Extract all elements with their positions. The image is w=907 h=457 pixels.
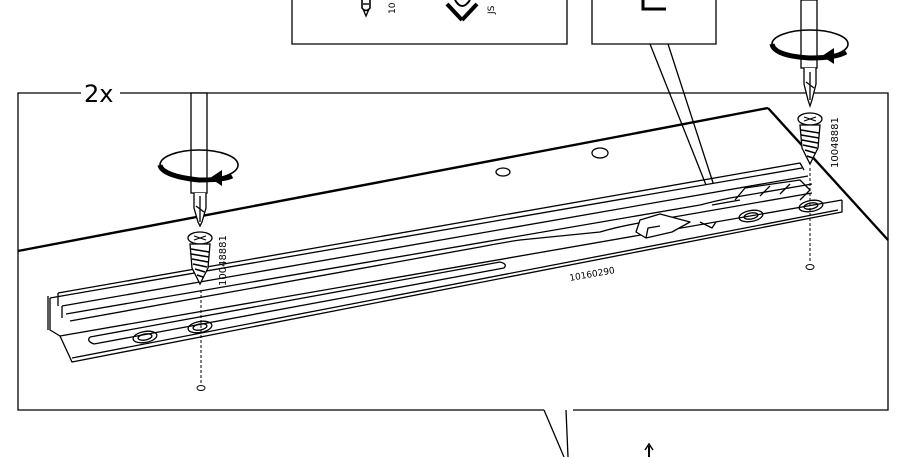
panel-holes	[495, 147, 609, 177]
left-screw-guide	[196, 290, 206, 391]
rotation-arrow-icon	[769, 29, 849, 64]
top-callout-right	[591, 0, 717, 45]
rotation-arrow-icon	[157, 149, 239, 186]
drawer-rail	[47, 162, 843, 363]
detail-frame	[17, 92, 889, 457]
screw-icon	[361, 0, 371, 18]
screwdriver-icon	[800, 0, 818, 109]
right-screw-guide	[805, 168, 815, 270]
callout-pointer	[649, 43, 717, 193]
right-screw-part-number: 10048881	[830, 117, 841, 168]
rail-part-number: 10160290	[569, 266, 616, 284]
cabinet-edge	[17, 106, 889, 253]
screw-icon	[797, 112, 823, 166]
callout-part-fragment: 10	[388, 2, 398, 14]
screw-icon	[187, 231, 213, 286]
top-callout-left: 10 JS	[291, 0, 568, 45]
left-screw-part-number: 10048881	[218, 235, 229, 286]
quantity-label: 2x	[84, 80, 113, 108]
screwdriver-icon	[190, 92, 208, 228]
no-symbol-icon	[445, 0, 479, 22]
callout-code-fragment: JS	[487, 5, 497, 15]
